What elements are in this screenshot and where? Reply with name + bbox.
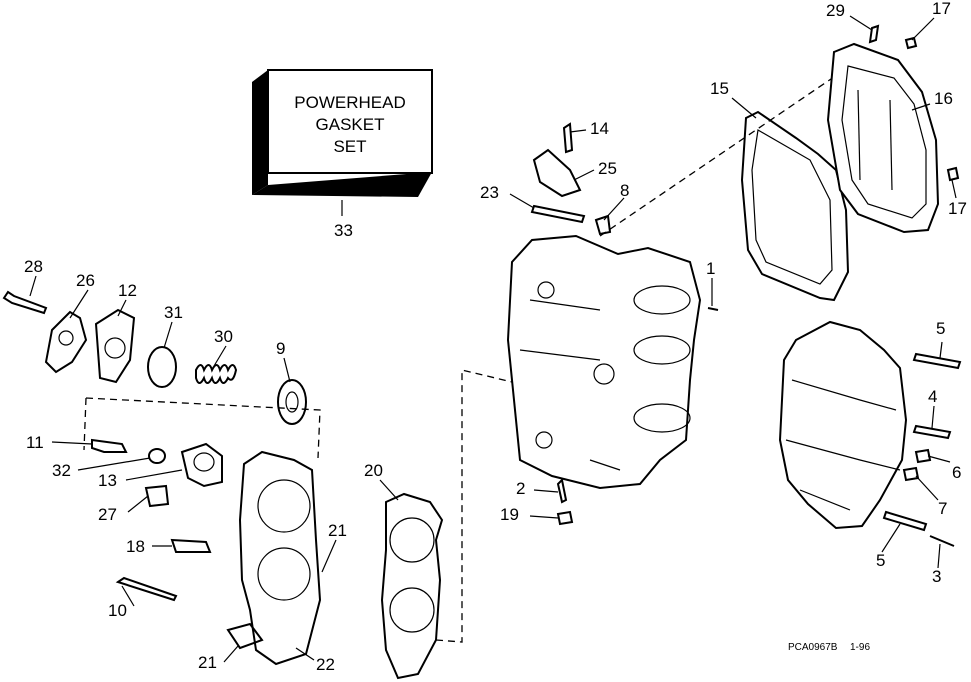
callout-3: 3 — [932, 567, 941, 586]
callout-20: 20 — [364, 461, 383, 480]
callout-5-bottom: 5 — [876, 551, 885, 570]
figure-date: 1-96 — [850, 642, 870, 653]
callout-16: 16 — [934, 89, 953, 108]
callout-31: 31 — [164, 303, 183, 322]
crankcase — [778, 320, 962, 547]
callout-23: 23 — [480, 183, 499, 202]
callout-28: 28 — [24, 257, 43, 276]
leader-lines — [29, 15, 957, 663]
exhaust-cover — [740, 24, 960, 302]
gasket-set-box: POWERHEAD GASKET SET — [252, 69, 433, 216]
box-label-line1: POWERHEAD — [294, 93, 405, 112]
callout-10: 10 — [108, 601, 127, 620]
callout-29: 29 — [826, 1, 845, 20]
callout-27: 27 — [98, 505, 117, 524]
callout-9: 9 — [276, 339, 285, 358]
callout-5-top: 5 — [936, 319, 945, 338]
callout-2: 2 — [516, 479, 525, 498]
callout-6: 6 — [952, 463, 961, 482]
callout-25: 25 — [598, 159, 617, 178]
callout-26: 26 — [76, 271, 95, 290]
callout-22: 22 — [316, 655, 335, 674]
callout-12: 12 — [118, 281, 137, 300]
box-label-line2: GASKET — [316, 115, 385, 134]
cylinder-head — [226, 450, 322, 666]
callout-8: 8 — [620, 181, 629, 200]
thermostat-assembly — [2, 290, 321, 602]
cylinder-block — [506, 61, 857, 526]
figure-code: PCA0967B — [788, 642, 838, 653]
callout-1: 1 — [706, 259, 715, 278]
head-gasket — [380, 369, 513, 680]
callout-17-right: 17 — [948, 199, 967, 218]
callout-numbers: 33 28 26 12 31 30 9 11 32 13 27 18 10 21… — [24, 0, 967, 674]
callout-11: 11 — [26, 433, 44, 452]
callout-18: 18 — [126, 537, 145, 556]
callout-32: 32 — [52, 461, 71, 480]
box-label-line3: SET — [333, 137, 366, 156]
callout-15: 15 — [710, 79, 729, 98]
callout-17-top: 17 — [932, 0, 951, 18]
callout-21-top: 21 — [328, 521, 347, 540]
callout-19: 19 — [500, 505, 519, 524]
callout-4: 4 — [928, 387, 937, 406]
callout-33: 33 — [334, 221, 353, 240]
callout-21-bottom: 21 — [198, 653, 217, 672]
callout-7: 7 — [938, 499, 947, 518]
callout-30: 30 — [214, 327, 233, 346]
callout-13: 13 — [98, 471, 117, 490]
callout-14: 14 — [590, 119, 609, 138]
